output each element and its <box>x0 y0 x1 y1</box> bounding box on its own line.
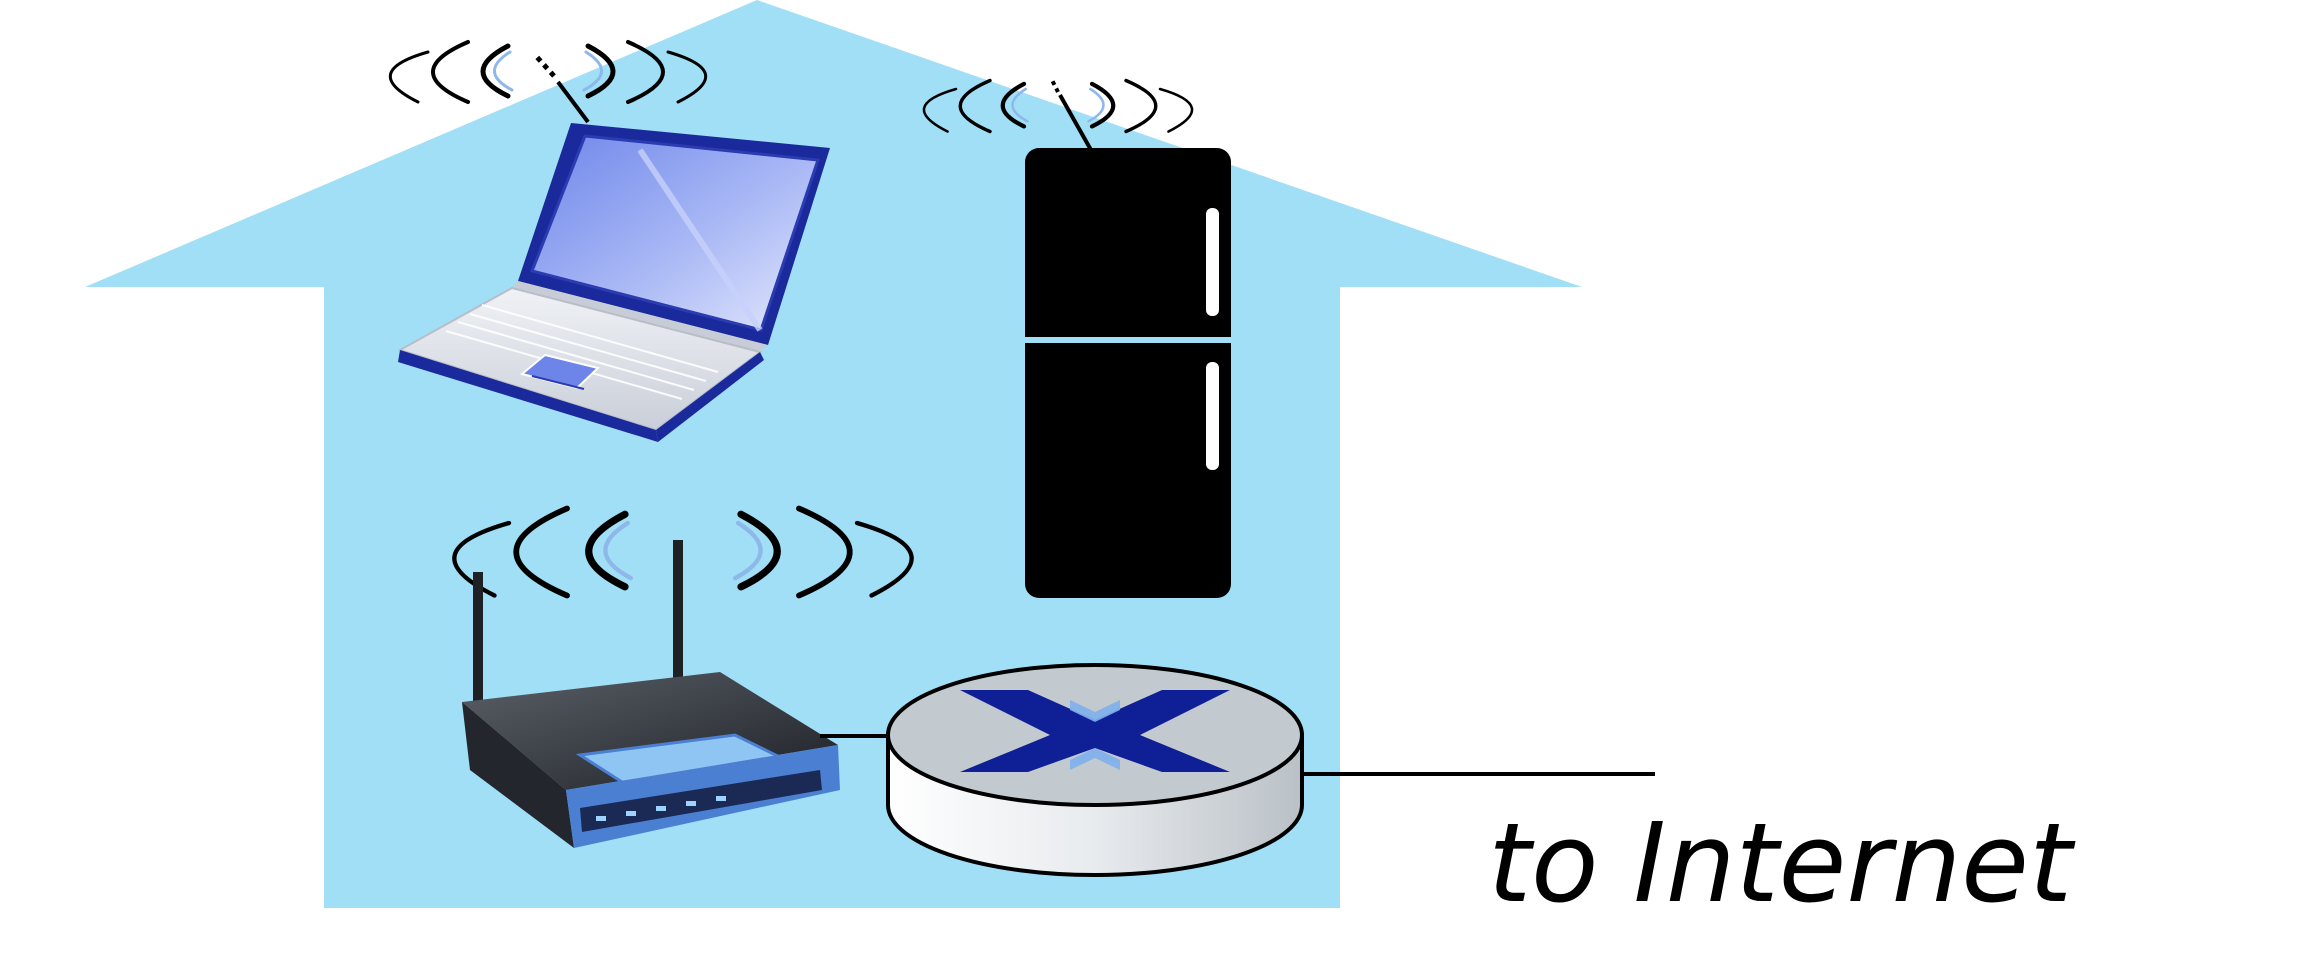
network-router-icon <box>886 663 1304 877</box>
laptop-antenna <box>556 80 590 124</box>
laptop-antenna-dash <box>534 54 556 78</box>
laptop-icon <box>397 123 830 442</box>
wireless-router-icon <box>462 540 840 848</box>
internet-label: to Internet <box>1488 799 2076 927</box>
fridge-icon <box>1025 79 1231 598</box>
